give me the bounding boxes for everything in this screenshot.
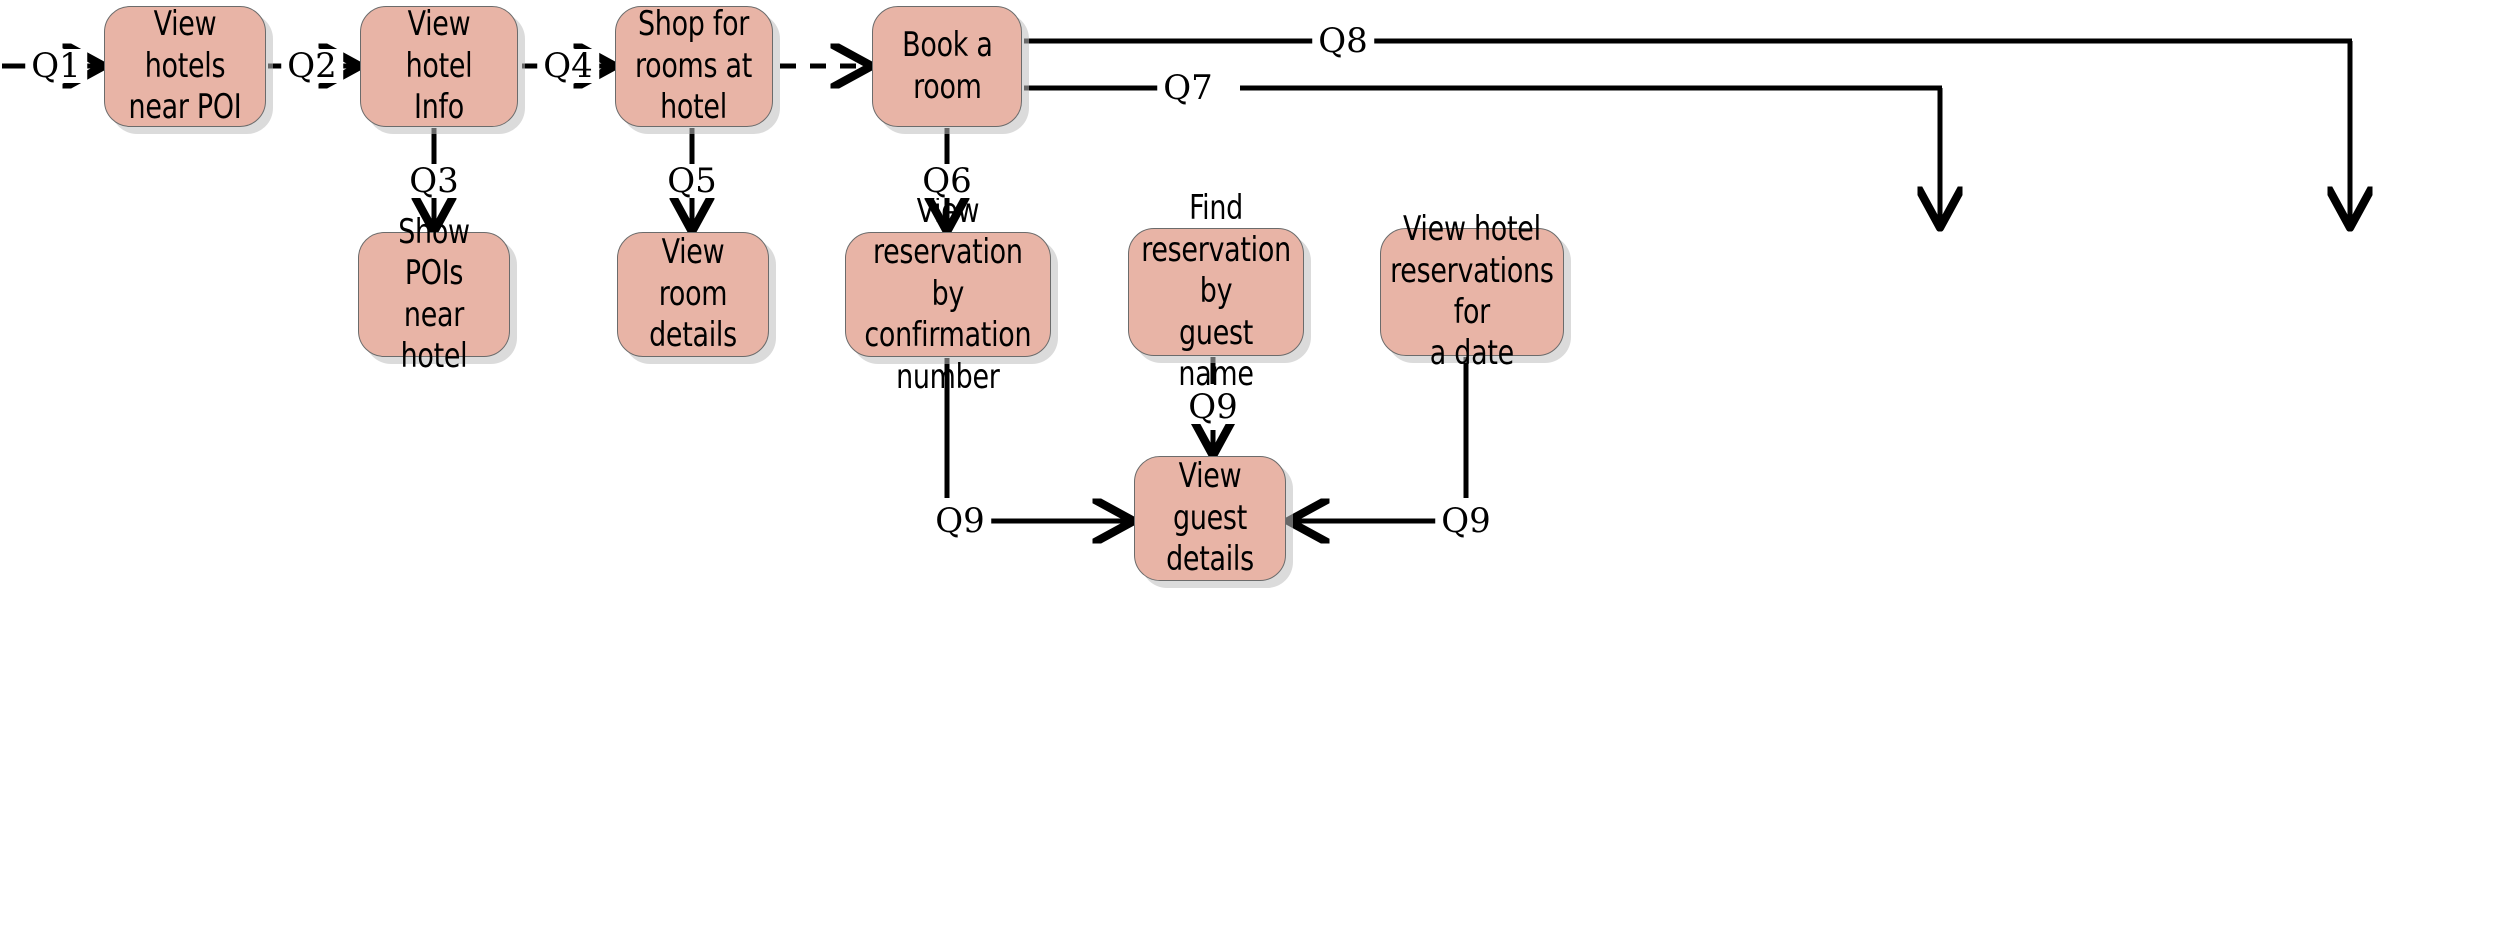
edge-label-q2: Q2 [281,49,343,83]
edge-label-q5: Q5 [661,164,723,198]
node-label: View hotel reservations for a date [1390,209,1554,374]
edge-label-q1: Q1 [25,49,87,83]
node-label: Book a room [901,25,993,107]
node-view-reservation-by-confirmation-number[interactable]: View reservation by confirmation number [845,191,1051,397]
node-label: View guest details [1166,456,1254,580]
node-label: Shop for rooms at hotel [635,4,753,128]
node-find-reservation-by-guest-name[interactable]: Find reservation by guest name [1128,188,1304,394]
edge-label-q9-confirmation: Q9 [929,504,991,538]
edge-label-q7: Q7 [1157,71,1219,105]
node-view-room-details[interactable]: View room details [617,232,769,357]
node-label: Find reservation by guest name [1141,188,1291,395]
node-view-hotels-near-poi[interactable]: View hotels near POI [104,4,266,128]
node-label: View room details [649,232,737,356]
node-label: View reservation by confirmation number [864,190,1032,397]
node-label: Show POIs near hotel [398,211,470,376]
edge-label-q4: Q4 [537,49,599,83]
edge-label-q6: Q6 [916,164,978,198]
node-view-hotel-reservations-for-a-date[interactable]: View hotel reservations for a date [1380,209,1564,373]
node-view-hotel-info[interactable]: View hotel Info [360,4,518,128]
edge-label-q3: Q3 [403,164,465,198]
node-label: View hotels near POI [128,4,242,128]
edge-label-q9-guest-name: Q9 [1182,390,1244,424]
edge-label-q9-date: Q9 [1435,504,1497,538]
edge-label-q8: Q8 [1312,24,1374,58]
node-shop-for-rooms-at-hotel[interactable]: Shop for rooms at hotel [615,4,773,128]
node-view-guest-details[interactable]: View guest details [1134,456,1286,581]
node-book-a-room[interactable]: Book a room [872,6,1022,127]
node-show-pois-near-hotel[interactable]: Show POIs near hotel [358,212,510,376]
node-label: View hotel Info [405,4,473,128]
